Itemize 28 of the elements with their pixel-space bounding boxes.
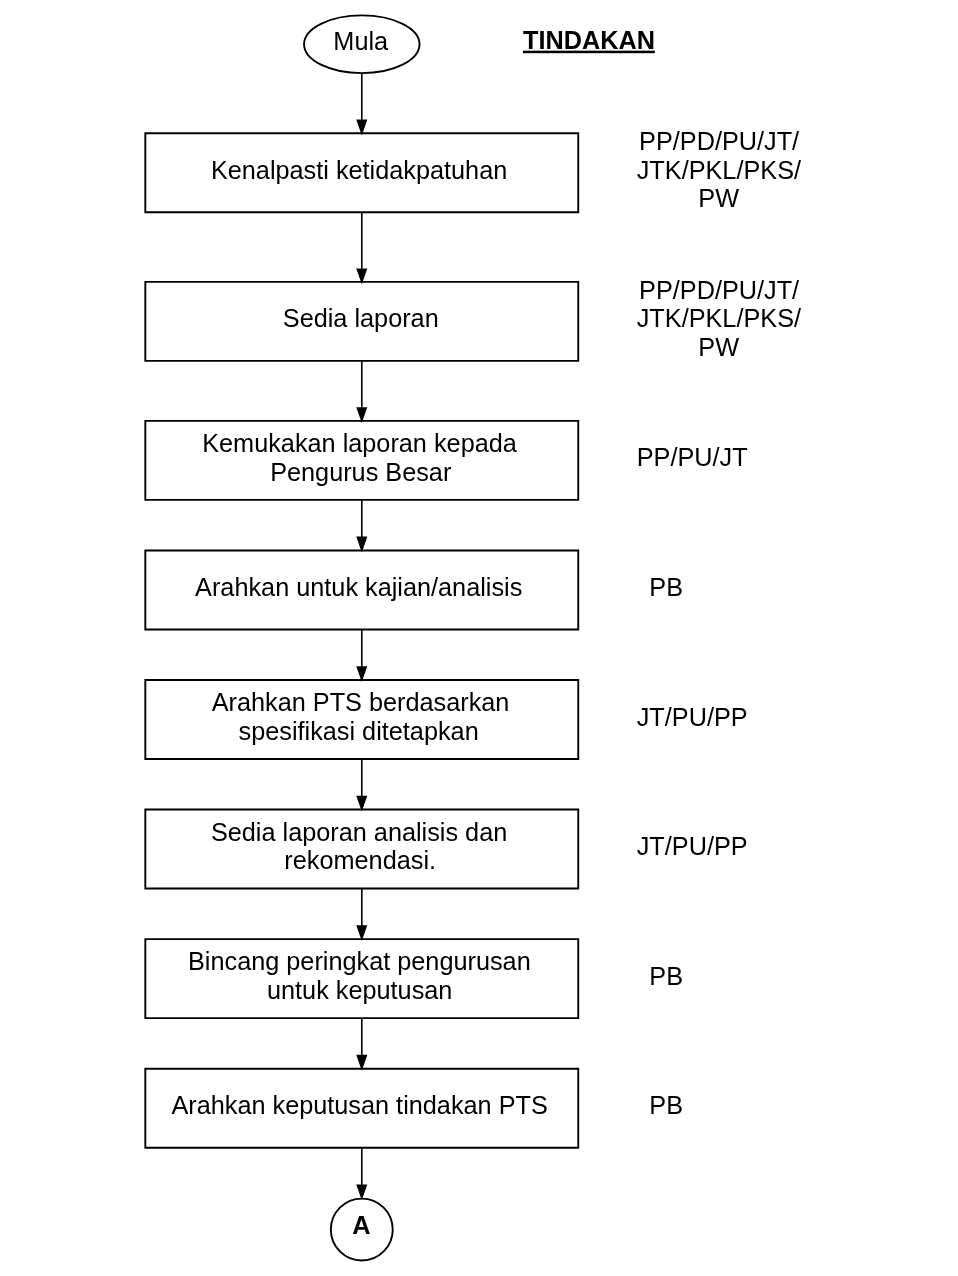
node-label: JT/PU/PP — [636, 702, 748, 731]
arrow — [355, 499, 367, 553]
node-box: Kenalpasti ketidakpatuhan — [143, 132, 579, 214]
node-box: Sedia laporan analisis dan rekomendasi. — [143, 808, 579, 890]
node-box: Arahkan keputusan tindakan PTS — [143, 1067, 579, 1149]
arrow — [355, 1017, 367, 1071]
node-box: Kemukakan laporan kepada Pengurus Besar — [143, 419, 579, 501]
node-label: PB — [648, 1091, 683, 1120]
node-label: PB — [648, 961, 683, 990]
node-box: Arahkan PTS berdasarkan spesifikasi ditetapkan — [143, 679, 579, 760]
node-box: Bincang peringkat pengurusan untuk keputusan — [143, 938, 579, 1020]
arrow — [355, 628, 367, 682]
node-label: JT/PU/PP — [636, 832, 748, 861]
arrow — [355, 360, 367, 423]
node-ellipse: Mula — [302, 14, 420, 75]
arrow — [355, 211, 367, 285]
node-label: PP/PU/JT — [636, 443, 748, 472]
arrow — [355, 72, 367, 136]
node-box: Sedia laporan — [143, 280, 579, 362]
node-box: Arahkan untuk kajian/analisis — [143, 549, 579, 631]
node-circle: A — [329, 1197, 394, 1262]
node-label: PP/PD/PU/JT/ JTK/PKL/PKS/ PW — [636, 127, 801, 213]
arrow — [355, 758, 367, 812]
label: TINDAKAN — [522, 25, 655, 54]
node-label: PP/PD/PU/JT/ JTK/PKL/PKS/ PW — [636, 275, 801, 361]
node-label: PB — [648, 572, 683, 601]
arrow — [355, 1147, 367, 1201]
arrow — [355, 887, 367, 942]
